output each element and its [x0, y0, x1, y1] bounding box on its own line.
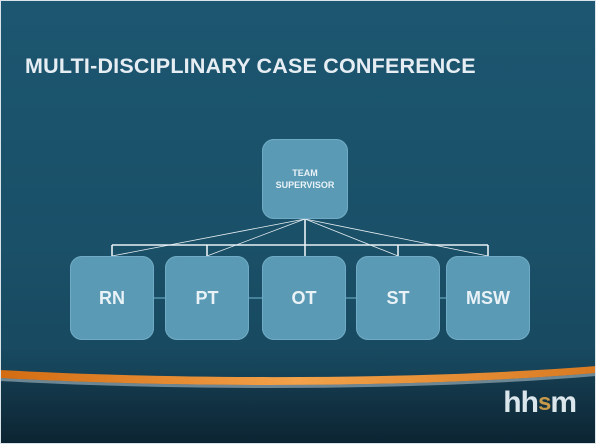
footer-swoosh — [0, 366, 596, 444]
logo-letter-m: m — [550, 386, 577, 419]
logo-letter-h1: h — [503, 386, 521, 419]
connector-diag-msw — [304, 218, 489, 257]
logo-letter-s: s — [537, 389, 551, 416]
hhsm-logo: h h s m — [503, 386, 577, 419]
role-box-msw: MSW — [446, 256, 530, 340]
team-supervisor-box: TEAM SUPERVISOR — [262, 139, 348, 219]
role-label-rn: RN — [99, 287, 125, 308]
logo-letter-h2: h — [520, 386, 539, 419]
connector-diag-pt — [206, 218, 306, 257]
role-box-st: ST — [356, 256, 440, 340]
slide-title: MULTI-DISCIPLINARY CASE CONFERENCE — [25, 54, 476, 78]
role-label-ot: OT — [291, 287, 317, 308]
connector-diag-rn — [111, 218, 306, 257]
role-label-msw: MSW — [466, 287, 510, 308]
team-supervisor-line1: TEAM — [292, 168, 318, 178]
role-label-st: ST — [386, 287, 410, 308]
role-box-pt: PT — [165, 256, 249, 340]
role-box-ot: OT — [262, 256, 346, 340]
connector-diag-st — [304, 218, 399, 257]
role-box-rn: RN — [70, 256, 154, 340]
team-supervisor-line2: SUPERVISOR — [275, 180, 335, 190]
role-label-pt: PT — [195, 287, 219, 308]
